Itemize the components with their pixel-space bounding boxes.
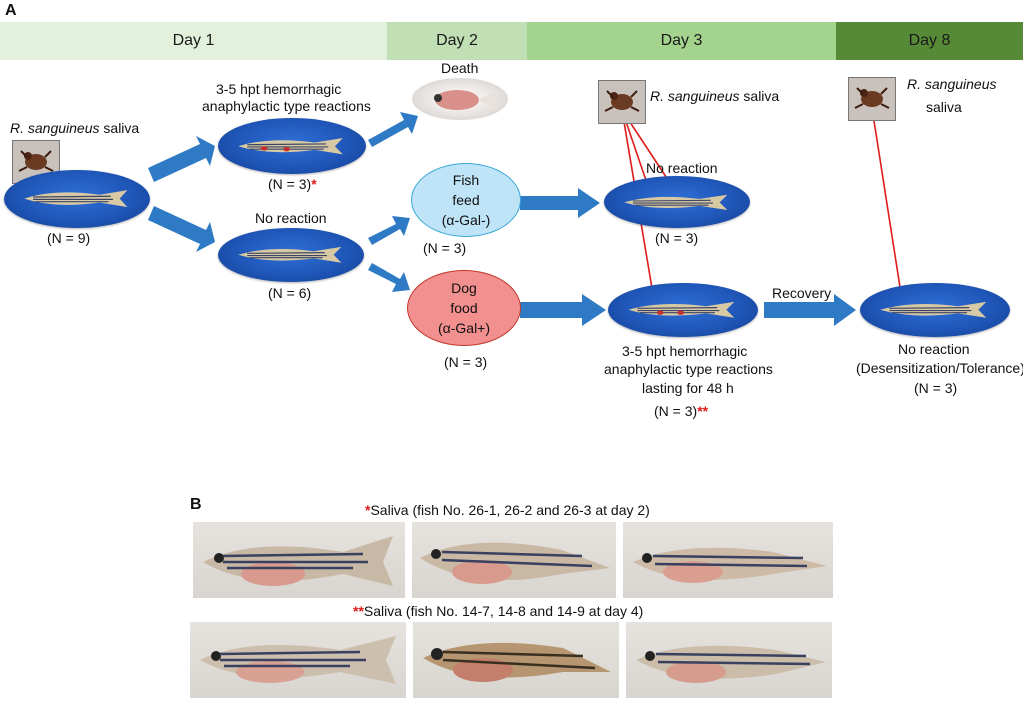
- arrow-no-reaction-to-fish-feed: [368, 216, 410, 245]
- hemorrhagic-top-n: (N = 3): [268, 176, 312, 192]
- fish-feed-line2: feed: [452, 192, 480, 208]
- fish-photo-icon: [636, 645, 826, 683]
- day8-header: Day 8: [836, 22, 1023, 60]
- day1-label: Day 1: [172, 32, 215, 49]
- fish-photo-icon: [423, 642, 611, 682]
- day3-saliva-word: saliva: [743, 88, 780, 104]
- no-reaction-day1-label: No reaction: [255, 210, 327, 226]
- zebrafish-icon: [880, 302, 987, 318]
- recovery-label: Recovery: [772, 285, 832, 301]
- day8-result-line2: (Desensitization/Tolerance): [856, 360, 1023, 376]
- fish-oval-hemorrhagic: [218, 118, 366, 174]
- death-label: Death: [441, 60, 479, 76]
- panel-a-letter: A: [5, 2, 17, 19]
- day3-reaction-n-wrap: (N = 3)**: [654, 403, 708, 420]
- arrow-dog-food-to-day3: [520, 294, 606, 326]
- tick-icon: [18, 150, 54, 172]
- fish-feed-line1: Fish: [452, 172, 480, 188]
- row1-caption: *Saliva (fish No. 26-1, 26-2 and 26-3 at…: [365, 502, 650, 518]
- fish-photo-icon: [203, 536, 393, 586]
- start-saliva-label: R. sanguineus saliva: [10, 120, 139, 137]
- tick-photo-start: [12, 140, 60, 184]
- day3-species: R. sanguineus: [650, 88, 740, 104]
- day8-result-n: (N = 3): [914, 380, 958, 396]
- day3-reaction-line1: 3-5 hpt hemorrhagic: [622, 343, 748, 359]
- dead-fish-photo: [412, 78, 508, 120]
- arrow-start-to-hemorrhagic: [148, 136, 215, 182]
- dog-food-node: Dog food (α-Gal+): [407, 270, 521, 346]
- day3-no-reaction-label: No reaction: [646, 160, 718, 176]
- row2-text: Saliva (fish No. 14-7, 14-8 and 14-9 at …: [363, 603, 644, 619]
- tick-photo-day8: [848, 77, 896, 121]
- zebrafish-icon: [628, 302, 735, 318]
- day3-reaction-star: **: [697, 403, 709, 419]
- fish-feed-n: (N = 3): [423, 240, 467, 256]
- photo-fish-14-8: [413, 622, 619, 698]
- photo-fish-14-9: [626, 622, 832, 698]
- tick-photo-day3: [598, 80, 646, 124]
- day8-label: Day 8: [908, 32, 951, 49]
- dog-food-line3: (α-Gal+): [437, 320, 491, 336]
- tick-icon: [604, 90, 640, 112]
- row1-text: Saliva (fish No. 26-1, 26-2 and 26-3 at …: [370, 502, 650, 518]
- day1-header: Day 1: [0, 22, 387, 60]
- start-saliva-word: saliva: [103, 120, 140, 136]
- arrow-hemorrhagic-to-death: [368, 112, 418, 147]
- day3-reaction-line3: lasting for 48 h: [642, 380, 734, 396]
- fish-oval-no-reaction: [218, 228, 364, 282]
- arrow-start-to-no-reaction: [148, 206, 215, 252]
- photo-fish-14-7: [190, 622, 406, 698]
- fish-photo-icon: [200, 636, 396, 684]
- panel-b-letter: B: [190, 496, 202, 513]
- hemorrhagic-top-line1: 3-5 hpt hemorrhagic: [216, 81, 342, 97]
- zebrafish-icon: [23, 190, 127, 208]
- hemorrhagic-top-star: *: [311, 176, 317, 192]
- zebrafish-icon: [237, 137, 343, 155]
- day3-saliva-label: R. sanguineus saliva: [650, 88, 779, 105]
- day8-species: R. sanguineus: [907, 76, 997, 92]
- fish-feed-node: Fish feed (α-Gal-): [411, 163, 521, 237]
- fish-oval-start: [4, 170, 150, 228]
- hemorrhagic-top-line2: anaphylactic type reactions: [202, 98, 371, 114]
- day8-saliva-species: R. sanguineus: [907, 76, 997, 93]
- day3-label: Day 3: [660, 32, 703, 49]
- dead-fish-icon: [434, 90, 498, 110]
- dog-food-n: (N = 3): [444, 354, 488, 370]
- fish-feed-line3: (α-Gal-): [441, 212, 491, 228]
- day3-reaction-n: (N = 3): [654, 403, 698, 419]
- row2-caption: **Saliva (fish No. 14-7, 14-8 and 14-9 a…: [353, 603, 643, 619]
- day3-reaction-line2: anaphylactic type reactions: [604, 361, 773, 377]
- photo-fish-26-2: [412, 522, 616, 598]
- day3-no-reaction-n: (N = 3): [655, 230, 699, 246]
- row1-star: *: [365, 502, 371, 518]
- day8-result-line1: No reaction: [898, 341, 970, 357]
- start-n: (N = 9): [47, 230, 91, 246]
- hemorrhagic-top-n-wrap: (N = 3)*: [268, 176, 317, 193]
- fish-photo-icon: [633, 547, 827, 583]
- day8-saliva-word: saliva: [926, 99, 962, 115]
- dog-food-line1: Dog: [451, 280, 477, 296]
- zebrafish-icon: [623, 194, 727, 210]
- row2-star: **: [353, 603, 364, 619]
- photo-fish-26-1: [193, 522, 405, 598]
- arrow-no-reaction-to-dog-food: [368, 263, 410, 292]
- dog-food-line2: food: [450, 300, 478, 316]
- day3-header: Day 3: [527, 22, 836, 60]
- tick-line-day8: [871, 107, 907, 304]
- fish-oval-day3-no-reaction: [604, 176, 750, 228]
- fish-photo-icon: [420, 542, 610, 584]
- day2-label: Day 2: [436, 32, 478, 49]
- fish-oval-day3-reaction: [608, 283, 758, 337]
- zebrafish-icon: [237, 247, 341, 263]
- start-species: R. sanguineus: [10, 120, 100, 136]
- tick-icon: [854, 87, 890, 109]
- arrow-fish-feed-to-day3: [520, 188, 600, 218]
- fish-oval-day8: [860, 283, 1010, 337]
- arrow-recovery: [764, 294, 856, 326]
- day2-header: Day 2: [387, 22, 527, 60]
- photo-fish-26-3: [623, 522, 833, 598]
- no-reaction-day1-n: (N = 6): [268, 285, 312, 301]
